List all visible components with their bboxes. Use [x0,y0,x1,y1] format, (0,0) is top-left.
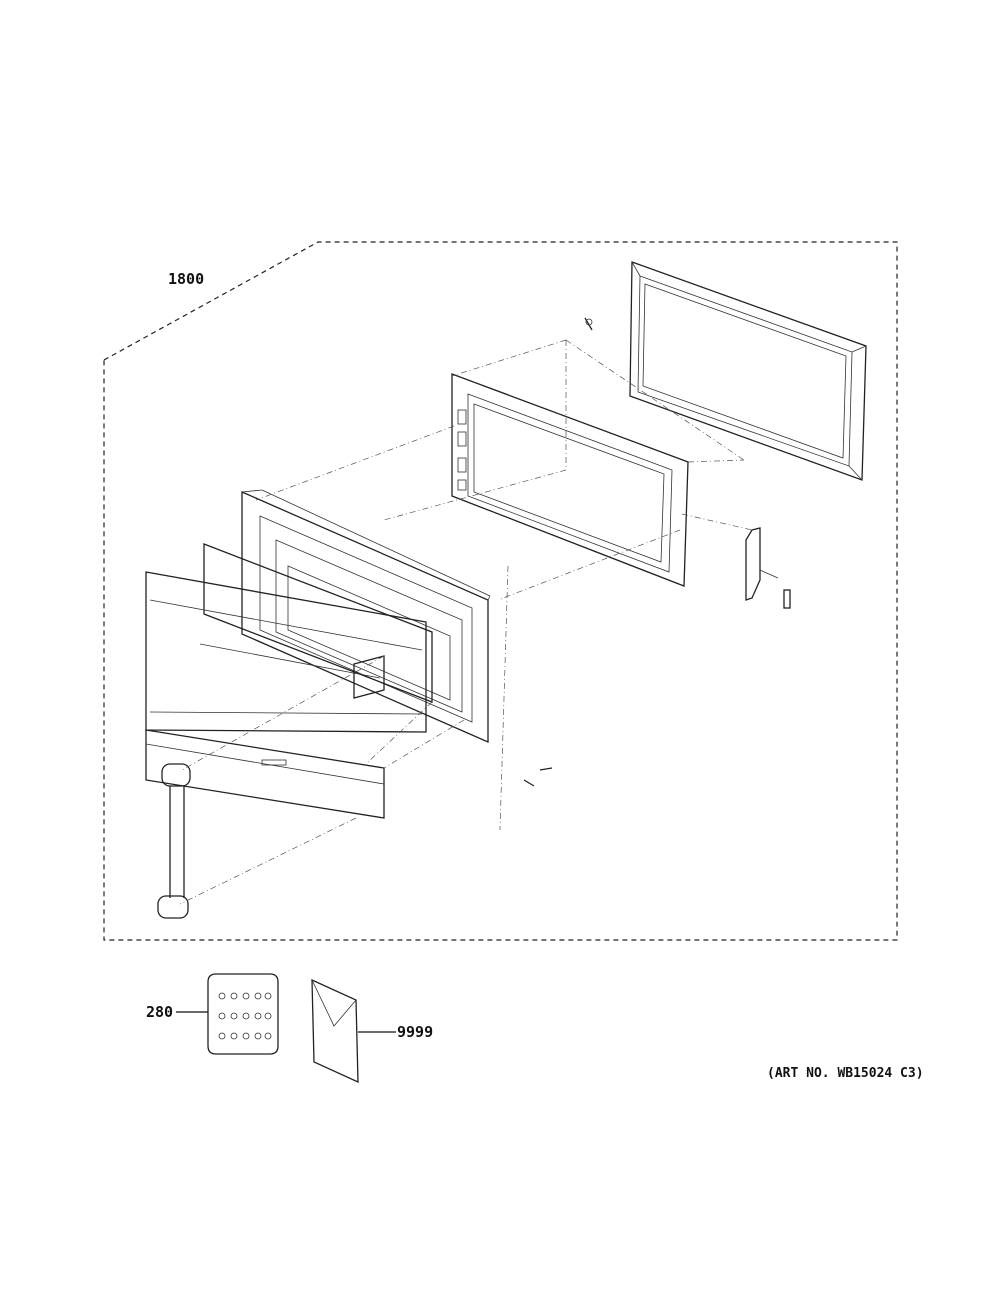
door-glass-panel[interactable] [203,543,433,703]
art-number: (ART NO. WB15024 C3) [767,1066,924,1081]
door-hinge-bracket[interactable] [745,527,779,601]
outer-door-panel[interactable] [145,571,427,733]
door-trim-strip[interactable] [145,729,385,819]
door-handle[interactable] [157,763,191,919]
assembly-boundary [103,241,898,941]
latch-screw-icon[interactable] [523,767,553,787]
hardware-kit-bag[interactable] [207,973,279,1055]
literature-envelope[interactable] [311,978,359,1084]
alignment-lines [179,339,753,905]
door-choke-frame[interactable] [629,261,867,481]
inner-door-panel[interactable] [451,373,689,587]
handle-clip[interactable] [353,655,385,699]
door-frame[interactable] [241,489,491,743]
door-screw-icon[interactable] [584,317,593,331]
callout-280[interactable]: 280 [146,1003,173,1021]
callout-9999[interactable]: 9999 [397,1023,433,1041]
hinge-screw-icon[interactable] [783,589,791,609]
callout-1800[interactable]: 1800 [168,270,204,288]
